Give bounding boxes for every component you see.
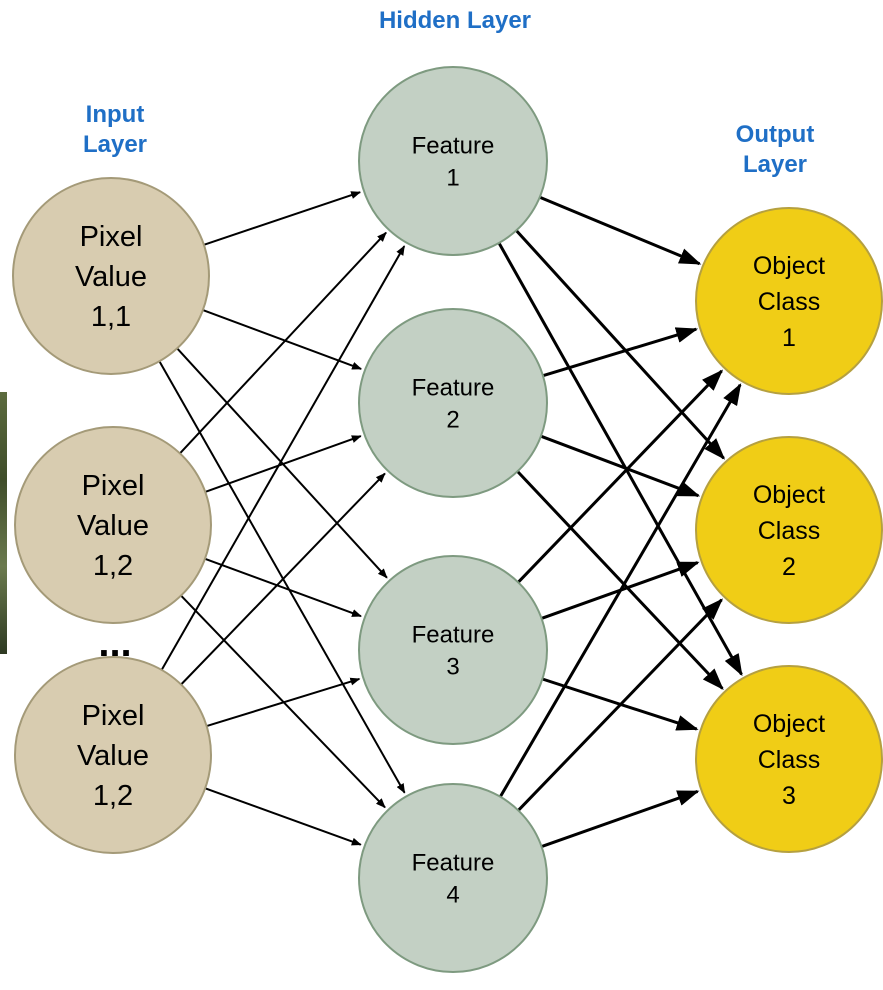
edge-input1-hidden1: [203, 191, 362, 246]
hidden-node-circle: [358, 308, 548, 498]
input-node-label-line: Value: [77, 510, 149, 542]
output-node-circle: [695, 665, 883, 853]
output-node-label-line: Class: [758, 517, 821, 545]
edge-hidden2-output1: [542, 327, 699, 378]
output-node-label-line: 1: [782, 324, 796, 352]
connection-arrows: [158, 191, 743, 849]
hidden-node-label-line: 1: [446, 164, 459, 191]
output-layer-title-line2: Layer: [742, 151, 808, 178]
photo-edge-fragment: [0, 392, 7, 654]
edge-hidden4-output3: [541, 789, 700, 849]
input-node-label-line: Pixel: [82, 700, 145, 732]
input-node-label-line: Value: [77, 740, 149, 772]
hidden-node-label-line: Feature: [412, 132, 495, 159]
input-node-label-line: Pixel: [80, 221, 143, 253]
output-layer-title-line1: Output: [735, 121, 815, 148]
hidden-node-label-line: 2: [446, 406, 459, 433]
edge-input3-hidden1: [160, 245, 406, 671]
edge-hidden1-output3: [497, 242, 743, 677]
output-node-label-line: Object: [753, 710, 825, 738]
input-node-circle: [14, 656, 212, 854]
output-node-label-line: 2: [782, 553, 796, 581]
hidden-node-label-line: Feature: [412, 849, 495, 876]
edge-input1-hidden4: [158, 360, 406, 794]
ellipsis-text: ...: [98, 621, 131, 665]
edge-hidden1-output1: [539, 195, 702, 266]
input-node-label-line: 1,2: [93, 550, 133, 582]
hidden-layer-title: Hidden Layer: [378, 7, 532, 34]
hidden-node-3: Feature 3: [358, 555, 548, 745]
network-nodes: PixelValue1,1PixelValue1,2PixelValue1,2F…: [12, 66, 883, 973]
output-node-label-line: Class: [758, 288, 821, 316]
edge-input2-hidden1: [179, 231, 387, 455]
input-node-label-line: 1,2: [93, 780, 133, 812]
output-node-label-line: Object: [753, 481, 825, 509]
input-node-label-line: Pixel: [82, 470, 145, 502]
output-node-label-line: 3: [782, 782, 796, 810]
input-layer-title-line2: Layer: [82, 131, 148, 158]
edge-hidden4-output1: [499, 383, 742, 798]
edge-input1-hidden2: [202, 309, 363, 370]
edge-input2-hidden3: [204, 557, 362, 618]
hidden-node-4: Feature 4: [358, 783, 548, 973]
hidden-node-2: Feature 2: [358, 308, 548, 498]
hidden-node-circle: [358, 555, 548, 745]
output-layer-title: Output Layer: [720, 120, 830, 180]
output-node-label-line: Class: [758, 746, 821, 774]
edge-hidden2-output3: [516, 470, 724, 690]
input-node-circle: [12, 177, 210, 375]
input-layer-title-line1: Input: [85, 101, 145, 128]
output-node-circle: [695, 207, 883, 395]
edge-input1-hidden3: [176, 347, 388, 579]
output-node-label-line: Object: [753, 252, 825, 280]
input-node-circle: [14, 426, 212, 624]
hidden-node-label-line: Feature: [412, 621, 495, 648]
hidden-node-circle: [358, 66, 548, 256]
input-node-label-line: 1,1: [91, 301, 131, 333]
output-node-circle: [695, 436, 883, 624]
hidden-node-label-line: Feature: [412, 374, 495, 401]
edge-hidden3-output1: [517, 369, 724, 584]
input-layer-title: Input Layer: [60, 100, 170, 160]
hidden-node-label-line: 4: [446, 881, 459, 908]
edge-hidden2-output2: [540, 434, 701, 498]
edge-hidden4-output2: [517, 598, 723, 812]
edge-hidden1-output2: [515, 229, 726, 460]
edge-input2-hidden2: [204, 435, 362, 493]
edge-input3-hidden2: [180, 472, 386, 686]
hidden-node-circle: [358, 783, 548, 973]
hidden-node-1: Feature 1: [358, 66, 548, 256]
hidden-node-label-line: 3: [446, 653, 459, 680]
edge-input3-hidden3: [206, 677, 361, 728]
input-node-label-line: Value: [75, 261, 147, 293]
edge-input3-hidden4: [204, 787, 362, 846]
